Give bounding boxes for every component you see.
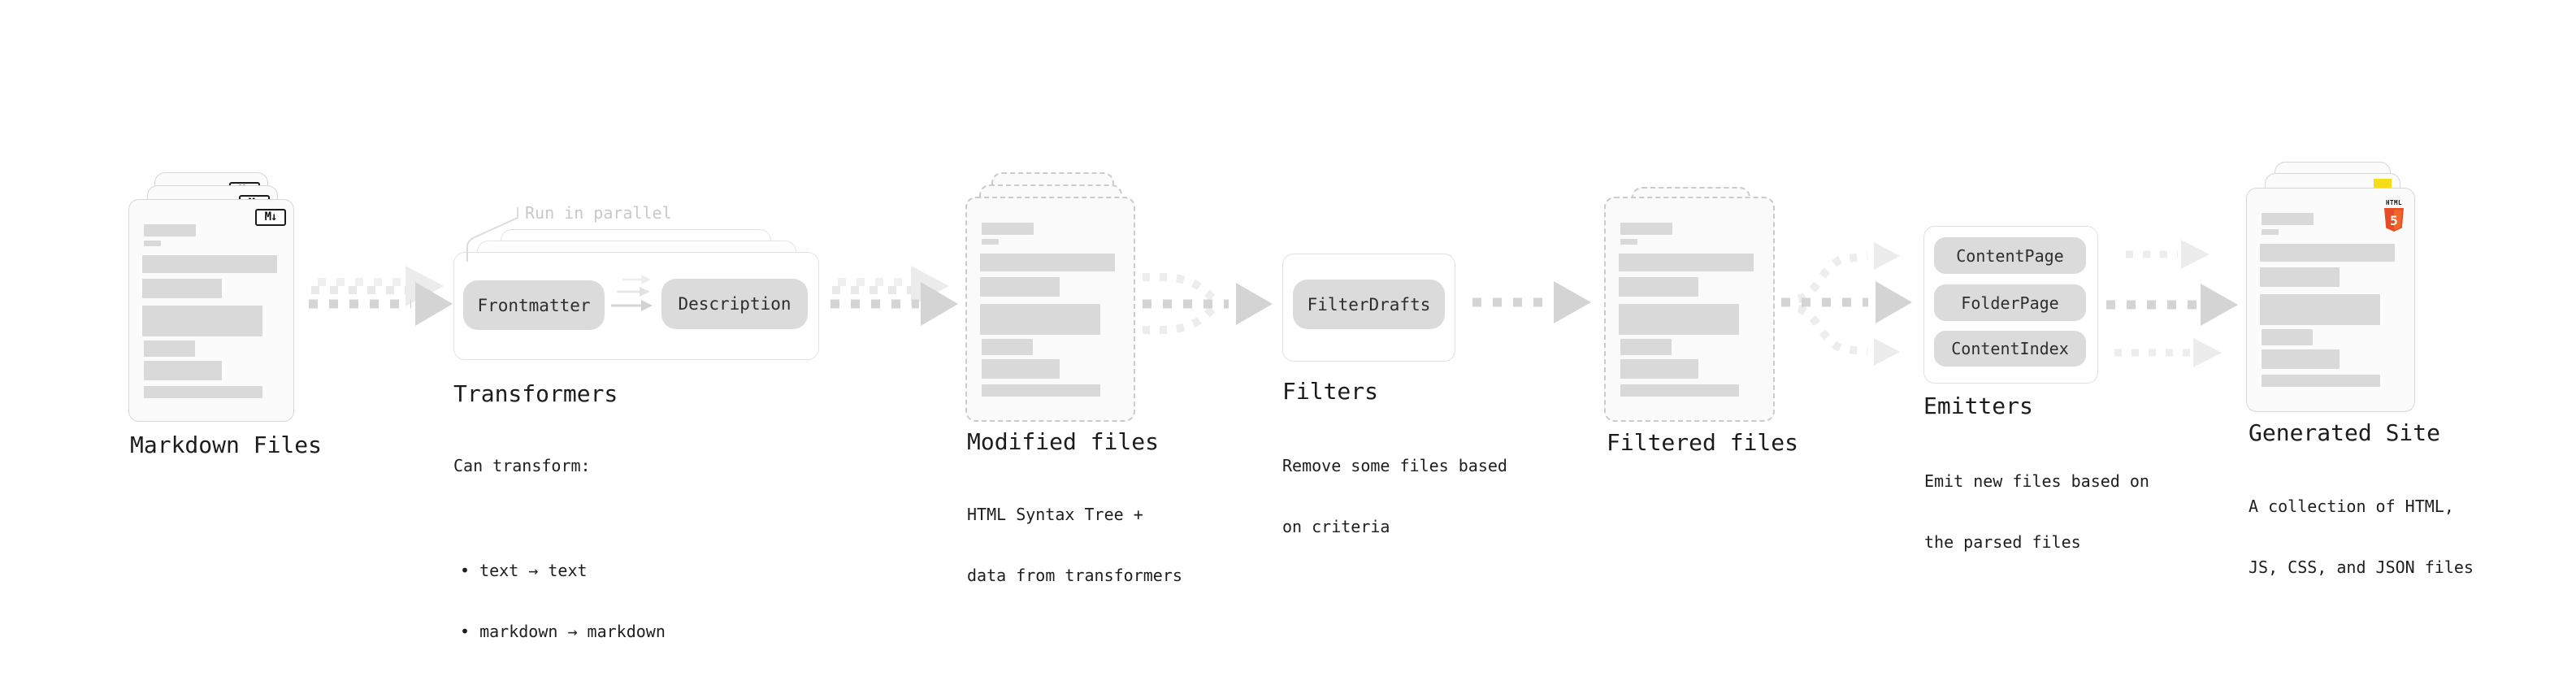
placeholder-bar [982,223,1034,235]
modified-files-label: Modified files [967,428,1160,455]
markdown-doc-front: M↓ [128,199,294,422]
markdown-icon: M↓ [255,209,286,226]
arrow-modified-to-filters [1143,273,1273,334]
placeholder-bar [2262,229,2279,235]
generated-site-label: Generated Site [2249,419,2441,446]
arrow-markdown-to-transformers [309,266,453,326]
placeholder-bar [144,361,222,380]
filterdrafts-pill: FilterDrafts [1293,280,1445,329]
placeholder-bar [2260,294,2380,325]
placeholder-bar [144,340,195,357]
filtered-files-label: Filtered files [1607,429,1799,456]
emitters-label: Emitters [1923,393,2033,419]
placeholder-bar [1620,339,1672,355]
html5-icon: HTML 5 [2383,193,2405,236]
arrow-filtered-to-emitters [1781,242,1912,366]
placeholder-bar [1620,359,1698,379]
placeholder-bar [980,277,1060,297]
filters-label: Filters [1282,378,1379,405]
placeholder-bar [142,279,222,298]
placeholder-bar [1620,239,1637,245]
svg-text:5: 5 [2390,213,2398,228]
contentpage-pill: ContentPage [1934,237,2086,274]
placeholder-bar [2262,213,2314,225]
transformer-box-front: Frontmatter Description [453,252,819,360]
run-in-parallel-annotation: Run in parallel [525,203,672,223]
bullet-text-to-text: • text → text [460,561,588,580]
placeholder-bar [982,384,1100,397]
placeholder-bar [144,386,262,398]
transformers-description: Can transform: • text → text • markdown … [453,415,666,681]
placeholder-bar [2260,267,2340,287]
placeholder-bar [980,304,1100,335]
markdown-files-label: Markdown Files [130,432,323,458]
placeholder-bar [2262,375,2380,387]
placeholder-bar [2262,329,2313,345]
placeholder-bar [1619,277,1698,297]
placeholder-bar [982,359,1060,379]
placeholder-bar [1619,254,1754,271]
placeholder-bar [142,255,277,273]
frontmatter-pill: Frontmatter [463,280,605,330]
placeholder-bar [1619,304,1739,335]
placeholder-bar [982,239,999,245]
arrow-emitters-to-generated [2106,240,2238,367]
placeholder-bar [1620,384,1739,397]
modified-files-sublabel: HTML Syntax Tree + data from transformer… [967,505,1182,585]
placeholder-bar [980,254,1115,271]
generated-site-sublabel: A collection of HTML, JS, CSS, and JSON … [2249,497,2474,577]
filtered-doc-front [1604,197,1775,422]
transformers-label: Transformers [453,380,618,407]
folderpage-pill: FolderPage [1934,284,2086,321]
arrow-transformers-to-modified [830,266,958,326]
placeholder-bar [144,241,161,246]
placeholder-bar [982,339,1033,355]
placeholder-bar [2260,244,2395,262]
placeholder-bar [142,306,262,336]
placeholder-bar [144,224,196,236]
can-transform-line: Can transform: [453,456,591,475]
placeholder-bar [1620,223,1672,235]
description-pill: Description [661,279,808,329]
contentindex-pill: ContentIndex [1934,331,2086,367]
filters-sublabel: Remove some files based on criteria [1282,456,1507,536]
bullet-markdown-to-markdown: • markdown → markdown [460,622,666,641]
emitters-sublabel: Emit new files based on the parsed files [1924,471,2149,552]
modified-doc-front [965,197,1135,422]
arrow-filters-to-filtered [1472,281,1591,323]
generated-doc-html: HTML 5 [2246,188,2415,412]
placeholder-bar [2262,349,2340,369]
